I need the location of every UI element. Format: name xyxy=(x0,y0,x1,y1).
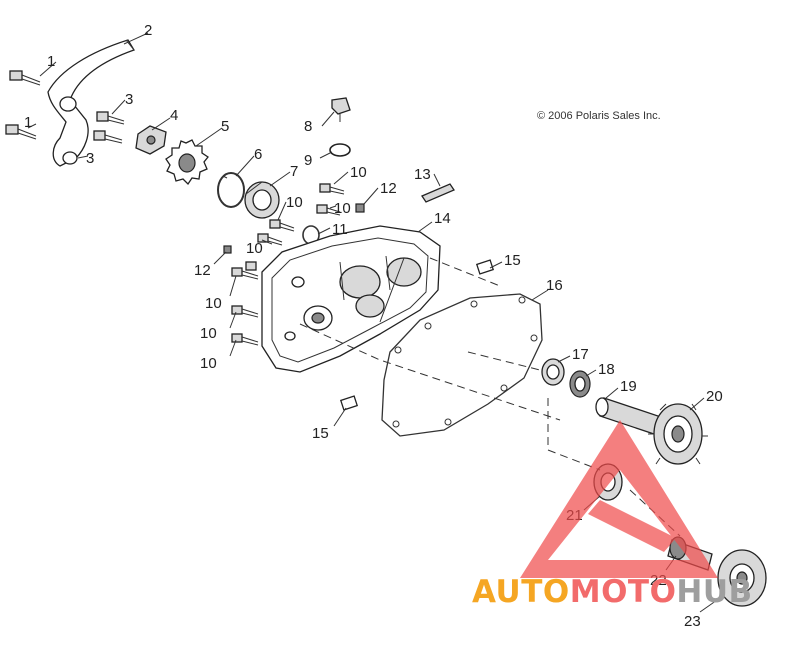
callout-3-upper: 3 xyxy=(125,91,133,108)
copyright-text: © 2006 Polaris Sales Inc. xyxy=(537,110,661,122)
part-17-bearing xyxy=(541,358,565,386)
part-10-bolt-6 xyxy=(231,305,259,318)
part-20-gear xyxy=(648,403,708,465)
callout-12-lower: 12 xyxy=(194,262,211,279)
part-1-bolt-lower xyxy=(5,124,37,140)
callout-10-a: 10 xyxy=(350,164,367,181)
part-10-bolt-4 xyxy=(257,233,283,246)
callout-1-lower: 1 xyxy=(24,114,32,131)
leader-lines xyxy=(27,32,721,613)
callout-10-c: 10 xyxy=(286,194,303,211)
part-10-bolt-5 xyxy=(231,261,259,280)
part-18-seal xyxy=(569,370,591,398)
part-8-fill-plug xyxy=(331,97,351,122)
watermark-text: AUTOMOTOHUB xyxy=(472,574,753,610)
watermark-text-moto: MOTO xyxy=(570,574,677,610)
part-10-bolt-2 xyxy=(316,204,341,216)
svg-text:AUTOMOTOHUB: AUTOMOTOHUB xyxy=(472,574,753,610)
callout-16: 16 xyxy=(546,277,563,294)
callout-18: 18 xyxy=(598,361,615,378)
part-9-o-ring xyxy=(329,143,351,157)
callout-19: 19 xyxy=(620,378,637,395)
part-14-gearcase-housing xyxy=(261,225,441,373)
part-5-sprocket xyxy=(165,139,209,186)
callout-6: 6 xyxy=(254,146,262,163)
part-2-chain-guard xyxy=(47,39,135,167)
part-12-plug-lower xyxy=(223,245,232,254)
callout-2: 2 xyxy=(144,22,152,39)
part-3-bolt-lower xyxy=(93,130,123,144)
callout-10-e: 10 xyxy=(205,295,222,312)
callout-4: 4 xyxy=(170,107,178,124)
callout-7: 7 xyxy=(290,163,298,180)
callout-10-b: 10 xyxy=(334,200,351,217)
callout-10-d: 10 xyxy=(246,240,263,257)
callout-15-lower: 15 xyxy=(312,425,329,442)
part-23-large-gear xyxy=(717,549,767,607)
callout-11: 11 xyxy=(332,221,348,238)
part-16-gasket xyxy=(381,293,543,437)
callout-12-upper: 12 xyxy=(380,180,397,197)
callout-23: 23 xyxy=(684,613,701,630)
callout-17: 17 xyxy=(572,346,589,363)
part-15-dowel-lower xyxy=(339,395,359,411)
callout-20: 20 xyxy=(706,388,723,405)
callout-9: 9 xyxy=(304,152,312,169)
callout-5: 5 xyxy=(221,118,229,135)
watermark-logo xyxy=(520,420,718,578)
callout-14: 14 xyxy=(434,210,451,227)
part-4-retainer-plate xyxy=(135,125,167,155)
callout-10-f: 10 xyxy=(200,325,217,342)
part-10-bolt-1 xyxy=(319,183,345,195)
callout-15-upper: 15 xyxy=(504,252,521,269)
part-13-dowel-pin xyxy=(421,183,455,203)
part-6-snap-ring xyxy=(217,172,245,208)
callout-13: 13 xyxy=(414,166,431,183)
part-15-dowel-upper xyxy=(475,259,495,275)
callout-10-g: 10 xyxy=(200,355,217,372)
watermark-triangle-icon xyxy=(520,420,718,578)
watermark-text-hub: HUB xyxy=(676,574,752,610)
part-7-bearing xyxy=(244,181,280,219)
part-10-bolt-3 xyxy=(269,219,295,232)
part-1-bolt-upper xyxy=(9,70,41,86)
watermark-inner-triangle-icon xyxy=(588,500,676,552)
part-10-bolt-7 xyxy=(231,333,259,346)
callout-1-upper: 1 xyxy=(47,53,55,70)
callout-8: 8 xyxy=(304,118,312,135)
part-3-bolt-upper xyxy=(96,111,125,125)
watermark-text-auto: AUTO xyxy=(472,574,570,610)
part-12-plug-upper xyxy=(355,203,365,213)
callout-3-lower: 3 xyxy=(86,150,94,167)
